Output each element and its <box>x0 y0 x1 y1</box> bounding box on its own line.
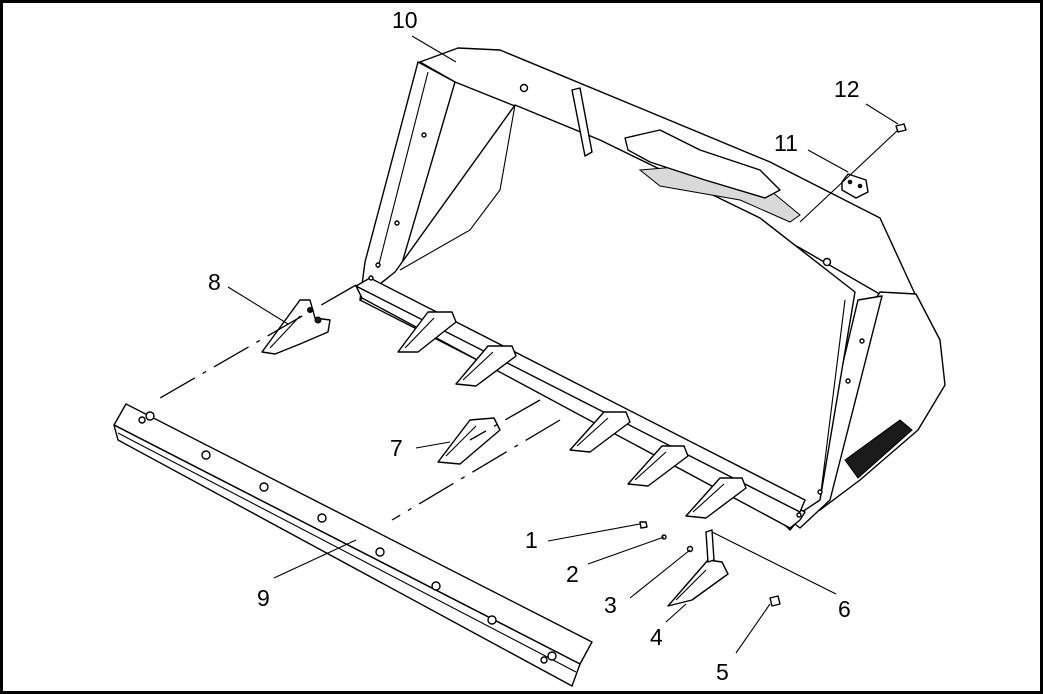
callout-2: 2 <box>566 561 579 587</box>
part-9-cutting-edge <box>113 403 593 687</box>
callout-8: 8 <box>208 269 221 295</box>
leader-lines <box>227 35 899 654</box>
callout-10: 10 <box>392 7 418 33</box>
callout-5: 5 <box>716 659 729 685</box>
parts-1-6-hardware <box>639 521 781 607</box>
callout-3: 3 <box>604 592 617 618</box>
bucket-assembly <box>355 47 946 531</box>
callout-9: 9 <box>257 585 270 611</box>
part-8-corner-adapter <box>261 299 331 355</box>
callout-12: 12 <box>834 76 860 102</box>
bucket-teeth <box>397 311 747 519</box>
part-11-plate <box>841 173 869 199</box>
alignment-lines <box>159 284 561 521</box>
callout-7: 7 <box>390 435 403 461</box>
callout-labels: 1 2 3 4 5 6 7 8 9 10 11 12 <box>208 7 860 685</box>
callout-11: 11 <box>774 130 798 156</box>
callout-4: 4 <box>650 624 663 650</box>
callout-1: 1 <box>525 527 538 553</box>
callout-6: 6 <box>838 596 851 622</box>
